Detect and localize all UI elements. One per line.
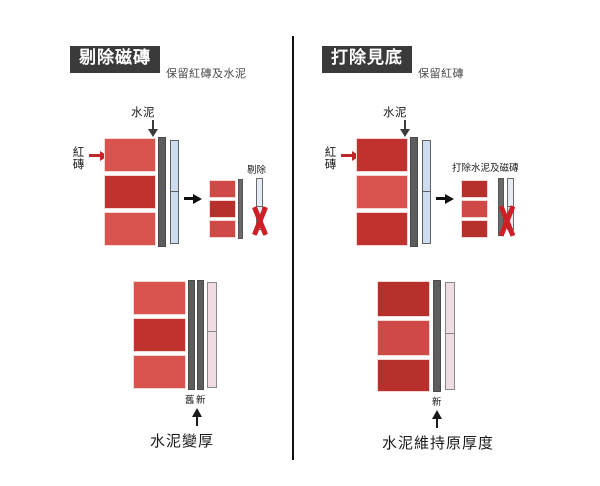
brick-block bbox=[104, 175, 156, 209]
right-panel-title: 打除見底 bbox=[322, 46, 412, 73]
brick-block bbox=[133, 281, 186, 315]
cement-layer-new bbox=[197, 280, 204, 390]
brick-block bbox=[461, 220, 488, 238]
tile-layer-result-upper bbox=[207, 282, 217, 332]
left-brick-label: 紅磚 bbox=[72, 145, 85, 172]
tile-layer-result-upper bbox=[445, 282, 455, 334]
right-flow-arrow-icon bbox=[445, 194, 454, 204]
tile-layer-upper bbox=[170, 140, 179, 192]
brick-block bbox=[461, 200, 488, 218]
cement-layer-kept bbox=[238, 179, 243, 239]
left-brick-arrow-stem bbox=[89, 154, 101, 157]
right-cement-arrow-stem bbox=[404, 120, 406, 130]
left-layer-old-label: 舊 bbox=[185, 395, 195, 406]
left-cement-arrow-icon bbox=[148, 129, 158, 137]
brick-block bbox=[377, 281, 430, 317]
brick-block bbox=[209, 180, 236, 198]
brick-block bbox=[104, 138, 156, 172]
right-brick-arrow-stem bbox=[341, 154, 353, 157]
brick-block bbox=[377, 359, 430, 392]
left-caption-arrow-stem bbox=[196, 416, 198, 426]
brick-block bbox=[461, 180, 488, 198]
cement-layer bbox=[410, 137, 418, 247]
left-panel-subtitle: 保留紅磚及水泥 bbox=[166, 67, 247, 80]
cement-layer-new bbox=[433, 280, 441, 392]
brick-block bbox=[133, 355, 186, 389]
right-caption-arrow-icon bbox=[432, 410, 442, 419]
tile-layer-upper bbox=[422, 140, 431, 192]
left-cement-arrow-stem bbox=[152, 120, 154, 130]
brick-block bbox=[209, 200, 236, 218]
brick-block bbox=[377, 320, 430, 356]
left-panel-title: 剔除磁磚 bbox=[70, 46, 160, 73]
right-caption-arrow-stem bbox=[436, 418, 438, 428]
left-removed-label: 剔除 bbox=[247, 165, 267, 176]
left-caption: 水泥變厚 bbox=[150, 432, 215, 450]
right-cement-arrow-icon bbox=[400, 129, 410, 137]
removal-x-icon bbox=[252, 206, 268, 236]
left-flow-arrow-stem bbox=[184, 197, 194, 200]
right-removed-label: 打除水泥及磁磚 bbox=[452, 163, 519, 174]
left-cement-label: 水泥 bbox=[131, 105, 155, 119]
left-flow-arrow-icon bbox=[193, 194, 202, 204]
brick-block bbox=[133, 318, 186, 352]
left-caption-arrow-icon bbox=[192, 408, 202, 417]
brick-block bbox=[356, 138, 408, 172]
right-brick-label: 紅磚 bbox=[324, 145, 337, 172]
brick-block bbox=[356, 212, 408, 246]
right-panel-subtitle: 保留紅磚 bbox=[418, 67, 464, 80]
removal-x-icon bbox=[498, 205, 516, 237]
left-layer-new-label: 新 bbox=[196, 395, 206, 406]
cement-layer bbox=[158, 137, 166, 247]
right-caption: 水泥維持原厚度 bbox=[382, 434, 495, 452]
brick-block bbox=[356, 175, 408, 209]
brick-block bbox=[104, 212, 156, 246]
right-layer-new-label: 新 bbox=[432, 397, 442, 408]
cement-layer-old bbox=[188, 280, 195, 390]
right-cement-label: 水泥 bbox=[383, 105, 407, 119]
right-flow-arrow-stem bbox=[436, 197, 446, 200]
brick-block bbox=[209, 220, 236, 238]
panel-divider bbox=[292, 36, 294, 460]
